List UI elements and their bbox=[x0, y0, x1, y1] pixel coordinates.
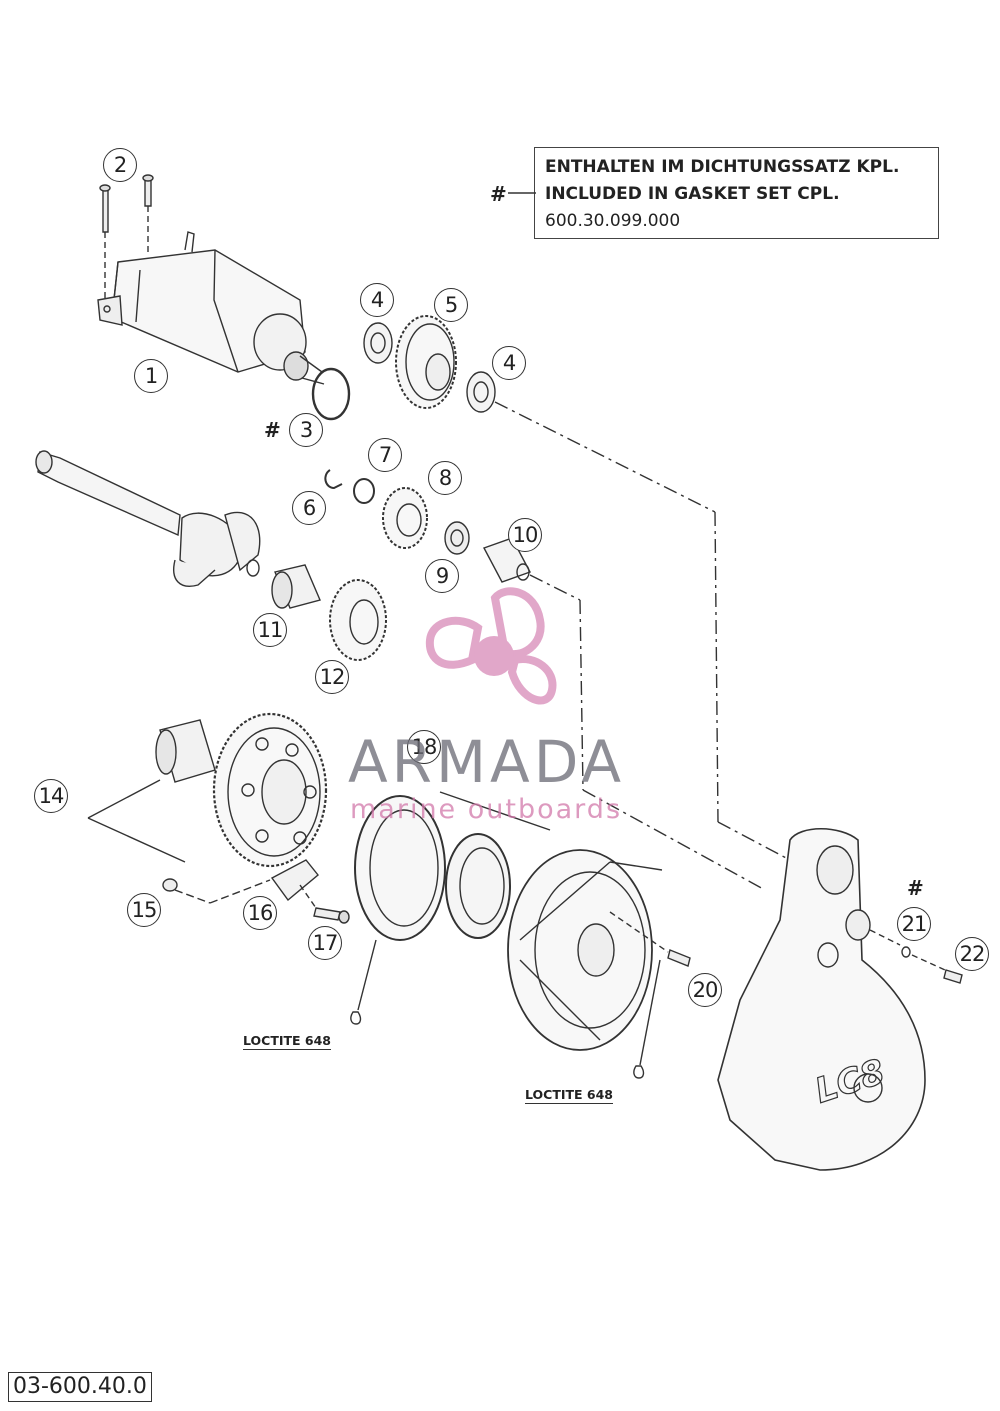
callout-3: 3 bbox=[289, 413, 323, 447]
callout-5: 5 bbox=[434, 288, 468, 322]
callout-1: 1 bbox=[134, 359, 168, 393]
callout-8: 8 bbox=[428, 461, 462, 495]
note-line-en: INCLUDED IN GASKET SET CPL. bbox=[545, 184, 840, 204]
watermark-tagline: marine outboards bbox=[350, 794, 623, 825]
callout-21-hash: # bbox=[907, 876, 924, 900]
callout-12: 12 bbox=[315, 660, 349, 694]
ignition-cover: LC8 bbox=[717, 827, 963, 1171]
freewheel-assembly bbox=[350, 791, 551, 1025]
callout-7: 7 bbox=[368, 438, 402, 472]
gasket-set-note: ENTHALTEN IM DICHTUNGSSATZ KPL. INCLUDED… bbox=[534, 147, 939, 239]
callout-9: 9 bbox=[425, 559, 459, 593]
starter-motor bbox=[97, 231, 325, 385]
callout-11: 11 bbox=[253, 613, 287, 647]
diagram-reference-number: 03-600.40.0 bbox=[8, 1372, 152, 1402]
armada-logo-icon bbox=[425, 587, 557, 705]
needle-bearing-and-gear bbox=[271, 564, 387, 661]
screw-pair bbox=[99, 174, 154, 300]
o-ring bbox=[311, 367, 351, 421]
callout-16: 16 bbox=[243, 896, 277, 930]
starter-gear-assembly bbox=[87, 712, 328, 904]
callout-21: 21 bbox=[897, 907, 931, 941]
watermark-brand: ARMADA bbox=[348, 728, 626, 796]
callout-17: 17 bbox=[308, 926, 342, 960]
callout-20: 20 bbox=[688, 973, 722, 1007]
flywheel-rotor bbox=[507, 849, 691, 1079]
callout-14: 14 bbox=[34, 779, 68, 813]
callout-2: 2 bbox=[103, 148, 137, 182]
callout-10: 10 bbox=[508, 518, 542, 552]
callout-18: 18 bbox=[407, 730, 441, 764]
gasket-note-hash: # bbox=[490, 182, 507, 206]
callout-4-lower: 4 bbox=[492, 346, 526, 380]
callout-22: 22 bbox=[955, 937, 989, 971]
callout-15: 15 bbox=[127, 893, 161, 927]
note-part-number: 600.30.099.000 bbox=[545, 211, 681, 231]
callout-3-hash: # bbox=[264, 418, 281, 442]
freewheel-small-parts bbox=[162, 859, 350, 924]
loctite-label-left: LOCTITE 648 bbox=[243, 1033, 332, 1050]
crankshaft bbox=[35, 450, 261, 587]
loctite-label-right: LOCTITE 648 bbox=[525, 1087, 614, 1104]
idler-gear-assembly bbox=[363, 315, 791, 861]
callout-6: 6 bbox=[292, 491, 326, 525]
note-leader bbox=[508, 192, 536, 194]
starter-drive-parts bbox=[324, 469, 766, 891]
note-line-de: ENTHALTEN IM DICHTUNGSSATZ KPL. bbox=[545, 157, 900, 177]
callout-4-upper: 4 bbox=[360, 283, 394, 317]
